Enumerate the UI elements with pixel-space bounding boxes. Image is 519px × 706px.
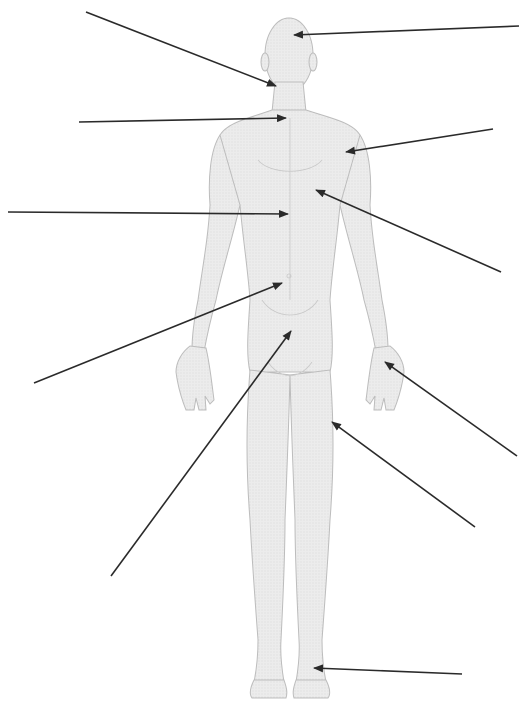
pointer-shoulder — [346, 129, 493, 152]
pointer-head-top — [294, 26, 519, 35]
pointer-chest-right — [316, 190, 501, 272]
pointer-foot — [314, 668, 462, 674]
left-ear — [261, 53, 269, 71]
pointer-face-chin — [86, 12, 276, 86]
pointer-navel — [34, 283, 282, 383]
pointer-thigh — [332, 422, 475, 527]
right-ear — [309, 53, 317, 71]
right-foot — [293, 680, 330, 698]
pointer-hand-palm — [385, 362, 517, 456]
left-hand — [176, 346, 214, 410]
left-leg — [247, 370, 290, 682]
right-hand — [366, 346, 404, 410]
head — [265, 18, 313, 92]
neck — [272, 82, 306, 112]
left-foot — [250, 680, 287, 698]
right-leg — [290, 370, 333, 682]
